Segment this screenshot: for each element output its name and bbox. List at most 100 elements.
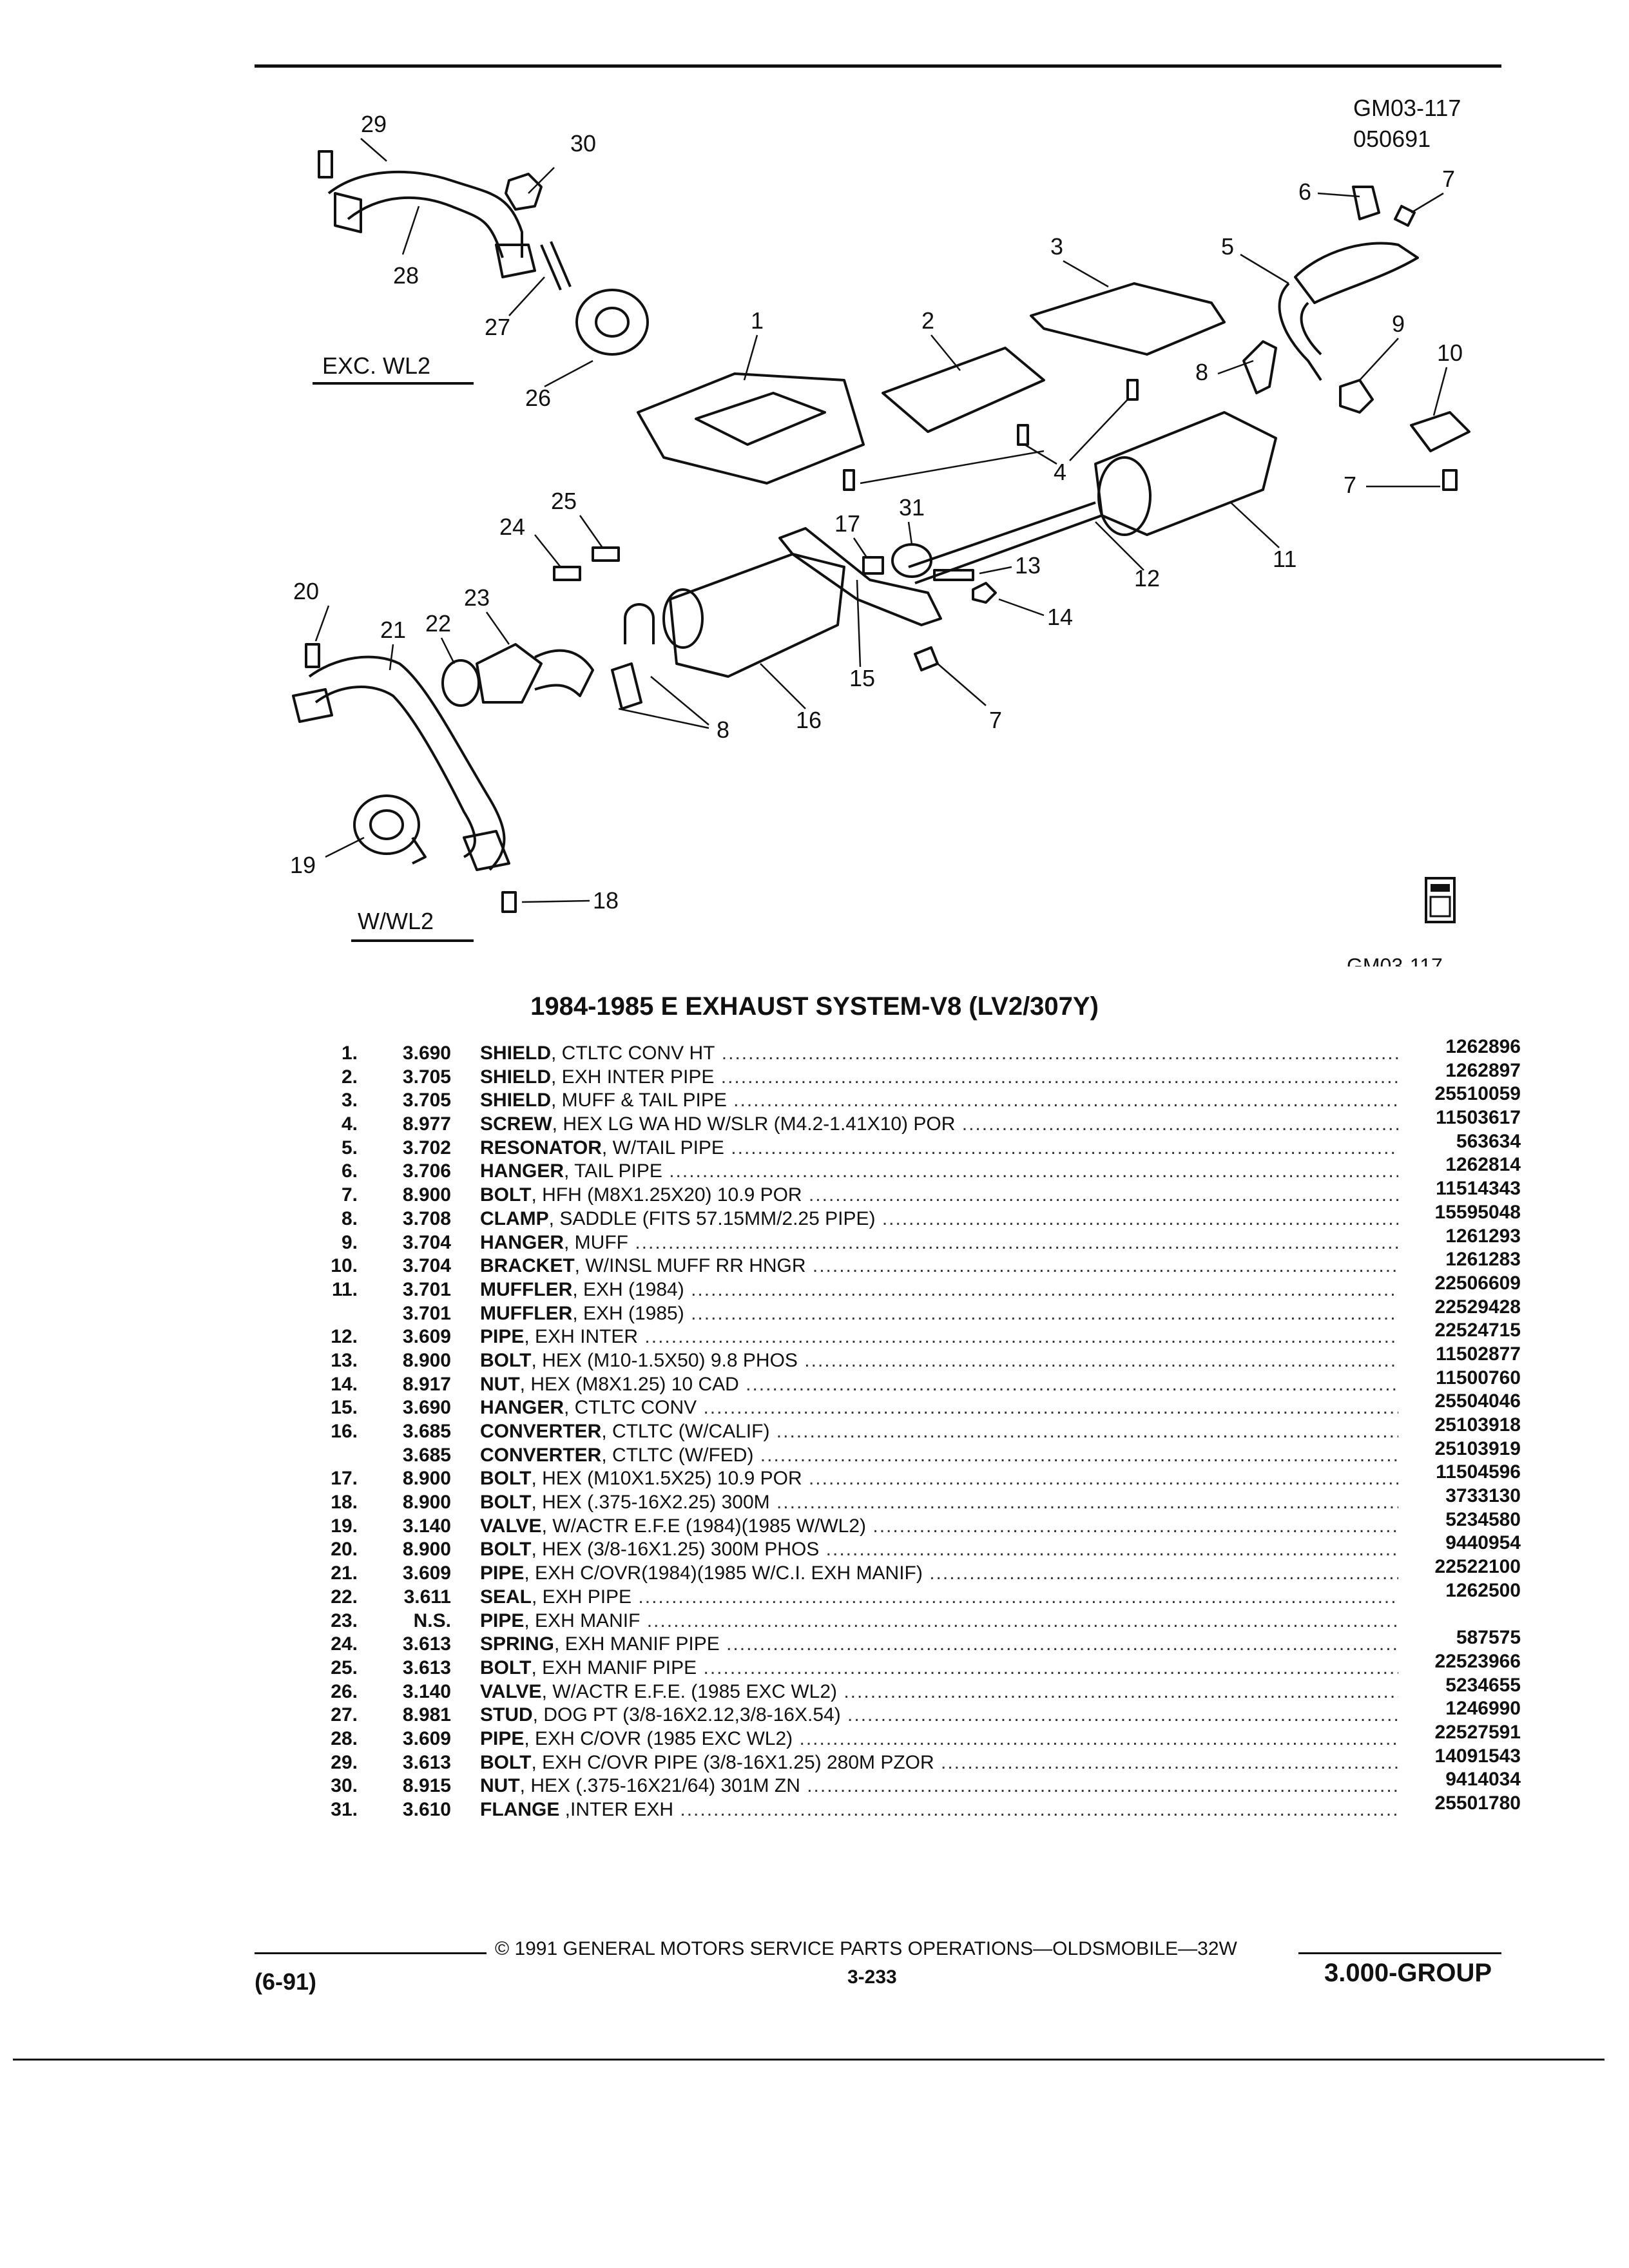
seal-22 xyxy=(441,659,480,707)
part-number: 2. xyxy=(341,1066,358,1088)
hanger-6 xyxy=(1352,186,1380,220)
part-name: BRACKET xyxy=(480,1255,575,1277)
part-catalog-number: 9440954 xyxy=(1445,1532,1521,1554)
part-group: 3.611 xyxy=(403,1586,451,1608)
part-catalog-number: 1262500 xyxy=(1445,1579,1521,1601)
callout-3: 3 xyxy=(1050,233,1063,260)
stud-27 xyxy=(540,241,572,291)
part-detail: , EXH C/OVR (1985 EXC WL2) xyxy=(524,1727,793,1749)
part-number: 31. xyxy=(331,1799,358,1820)
top-rule xyxy=(255,64,1501,68)
part-group: 3.701 xyxy=(402,1302,451,1324)
part-description: BOLT, HEX (M10-1.5X50) 9.8 PHOS xyxy=(480,1349,1398,1372)
part-detail: , DOG PT (3/8-16X2.12,3/8-16X.54) xyxy=(532,1704,841,1726)
spring-24 xyxy=(553,566,581,581)
screw-4 xyxy=(843,379,1139,491)
resonator-5 xyxy=(1278,242,1419,381)
footer-rule-left xyxy=(255,1952,487,1954)
part-detail: , HEX (.375-16X2.25) 300M xyxy=(531,1492,770,1514)
footer-copyright: © 1991 GENERAL MOTORS SERVICE PARTS OPER… xyxy=(495,1938,1237,1959)
part-name: RESONATOR xyxy=(480,1137,602,1158)
part-number: 8. xyxy=(341,1207,358,1229)
callout-27: 27 xyxy=(485,314,510,340)
callout-1: 1 xyxy=(751,307,764,334)
part-group: 3.609 xyxy=(402,1727,451,1749)
part-catalog-number: 25103918 xyxy=(1434,1414,1521,1436)
part-catalog-number: 25103919 xyxy=(1434,1437,1521,1459)
part-catalog-number: 15595048 xyxy=(1434,1201,1521,1223)
hanger-9 xyxy=(1339,379,1374,414)
part-number: 10. xyxy=(331,1255,358,1277)
crossover-pipe-28 xyxy=(327,170,536,278)
part-detail: , HEX LG WA HD W/SLR (M4.2-1.41X10) POR xyxy=(552,1113,956,1135)
part-catalog-number: 11504596 xyxy=(1436,1461,1521,1483)
variant-w-wl2: W/WL2 xyxy=(358,908,434,934)
part-catalog-number: 1262814 xyxy=(1445,1154,1521,1176)
part-description: HANGER, TAIL PIPE xyxy=(480,1160,1398,1183)
part-catalog-number: 25504046 xyxy=(1434,1390,1521,1412)
part-name: PIPE xyxy=(480,1326,525,1348)
part-name: STUD xyxy=(480,1704,533,1726)
callout-6: 6 xyxy=(1298,178,1311,205)
part-name: PIPE xyxy=(480,1562,525,1584)
part-name: PIPE xyxy=(480,1727,525,1749)
part-name: BOLT xyxy=(480,1539,532,1561)
shield-2 xyxy=(882,347,1045,433)
part-name: FLANGE xyxy=(480,1799,560,1820)
callout-12: 12 xyxy=(1134,565,1160,591)
part-description: VALVE, W/ACTR E.F.E. (1985 EXC WL2) xyxy=(480,1680,1398,1704)
part-catalog-number: 5234580 xyxy=(1445,1508,1521,1530)
part-description: SHIELD, CTLTC CONV HT xyxy=(480,1042,1398,1065)
part-name: SHIELD xyxy=(480,1043,552,1064)
callout-7b: 7 xyxy=(1344,472,1356,498)
callout-8a: 8 xyxy=(1195,359,1208,385)
part-description: SHIELD, EXH INTER PIPE xyxy=(480,1066,1398,1089)
part-number: 28. xyxy=(331,1727,358,1749)
part-group: 3.613 xyxy=(402,1633,451,1655)
part-detail: , HEX (M8X1.25) 10 CAD xyxy=(519,1373,739,1395)
part-group: 8.917 xyxy=(402,1373,451,1395)
clamp-8b xyxy=(611,603,655,710)
part-catalog-number: 1261283 xyxy=(1445,1249,1521,1271)
part-group: 3.690 xyxy=(402,1043,451,1064)
callout-31: 31 xyxy=(899,494,925,521)
part-name: VALVE xyxy=(480,1515,542,1537)
callout-14: 14 xyxy=(1047,604,1073,630)
part-number: 1. xyxy=(341,1043,358,1064)
manif-pipe-23 xyxy=(476,643,594,704)
part-description: BOLT, HEX (M10X1.5X25) 10.9 POR xyxy=(480,1467,1398,1490)
part-catalog-number: 22524715 xyxy=(1434,1320,1521,1341)
part-description: RESONATOR, W/TAIL PIPE xyxy=(480,1137,1398,1160)
part-description: NUT, HEX (.375-16X21/64) 301M ZN xyxy=(480,1774,1398,1798)
part-catalog-number: 11500760 xyxy=(1436,1367,1521,1389)
nut-14 xyxy=(972,582,997,604)
footer-rule-right xyxy=(1298,1952,1501,1954)
callout-23: 23 xyxy=(464,584,490,611)
bolt-25 xyxy=(592,546,620,562)
part-name: CONVERTER xyxy=(480,1421,602,1442)
callout-2: 2 xyxy=(921,307,934,334)
part-catalog-number: 22523966 xyxy=(1434,1650,1521,1672)
part-number: 26. xyxy=(331,1680,358,1702)
part-description: CLAMP, SADDLE (FITS 57.15MM/2.25 PIPE) xyxy=(480,1207,1398,1231)
part-name: HANGER xyxy=(480,1160,564,1182)
part-catalog-number: 22527591 xyxy=(1434,1721,1521,1743)
part-number: 29. xyxy=(331,1751,358,1773)
part-catalog-number: 22529428 xyxy=(1434,1296,1521,1318)
bolt-13 xyxy=(933,569,974,581)
part-number: 4. xyxy=(341,1113,358,1135)
part-number: 12. xyxy=(331,1326,358,1348)
part-group: 3.705 xyxy=(402,1090,451,1111)
part-detail: , MUFF xyxy=(564,1231,628,1253)
part-detail: , TAIL PIPE xyxy=(564,1160,662,1182)
